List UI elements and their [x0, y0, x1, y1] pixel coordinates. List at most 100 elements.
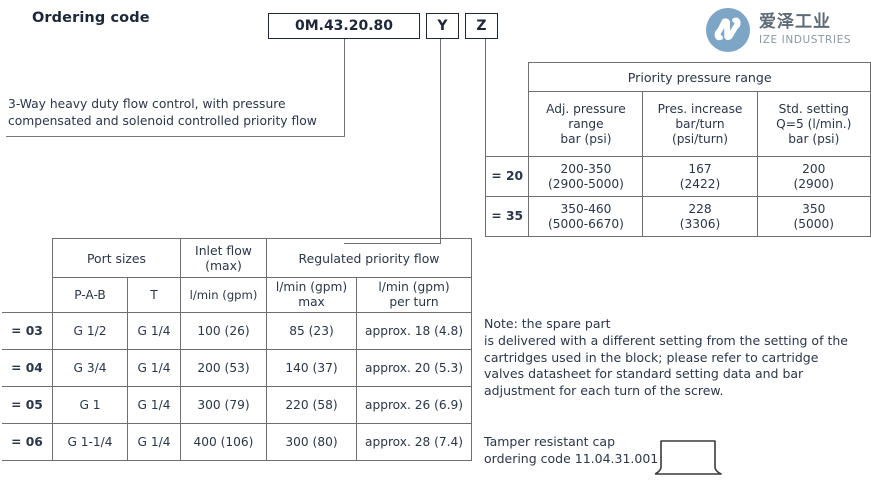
pressure-col-header-increase-line3: (psi/turn) — [671, 131, 729, 146]
flow-row-code-05: = 05 — [2, 386, 53, 424]
flow-sub-header-max-line2: max — [298, 295, 325, 309]
flow-cell-t-03: G 1/4 — [127, 312, 181, 350]
flow-sub-header-max: l/min (gpm) max — [266, 277, 357, 313]
note-line-3: cartridges used in the block; please ref… — [484, 349, 819, 365]
flow-cell-inlet-06: 400 (106) — [180, 423, 267, 461]
table-row-group-header: Priority pressure range — [486, 62, 871, 92]
pressure-row-code-35: = 35 — [484, 196, 530, 237]
pressure-row-code-20: = 20 — [484, 156, 530, 197]
flow-sub-header-t: T — [127, 277, 181, 313]
pressure-cell-increase-35-bar: 228 — [688, 201, 712, 216]
pressure-cell-increase-20-psi: (2422) — [679, 176, 721, 191]
flow-cell-pab-05: G 1 — [52, 386, 128, 424]
table-row: = 06 G 1-1/4 G 1/4 400 (106) 300 (80) ap… — [2, 423, 472, 461]
page-title: Ordering code — [32, 10, 150, 26]
flow-cell-t-05: G 1/4 — [127, 386, 181, 424]
flow-sub-header-max-line1: l/min (gpm) — [275, 280, 348, 294]
flow-cell-per-turn-06: approx. 28 (7.4) — [356, 423, 472, 461]
logo-text: 爱泽工业 IZE INDUSTRIES — [759, 14, 851, 46]
flow-sub-header-per-turn-line1: l/min (gpm) — [378, 280, 450, 294]
flow-cell-t-04: G 1/4 — [127, 349, 181, 387]
note-block: Note: the spare part is delivered with a… — [484, 316, 859, 400]
connector-line-main-vertical — [344, 39, 346, 137]
logo-name-cn: 爱泽工业 — [759, 12, 831, 33]
note-line-5: adjustment for each turn of the screw. — [484, 383, 724, 399]
flow-group-header-inlet-flow-line2: (max) — [205, 258, 242, 273]
table-row-sub-header: P-A-B T l/min (gpm) l/min (gpm) max l/mi… — [2, 277, 472, 313]
pressure-cell-adj-range-35-psi: (5000-6670) — [547, 216, 624, 231]
pressure-cell-std-35-psi: (5000) — [793, 216, 835, 231]
flow-sub-header-per-turn-line2: per turn — [389, 295, 439, 309]
note-line-2: is delivered with a different setting fr… — [484, 332, 848, 348]
pressure-col-header-increase-line1: Pres. increase — [657, 101, 743, 116]
tamper-resistant-cap-block: Tamper resistant cap ordering code 11.04… — [484, 434, 714, 468]
pressure-col-header-std-setting-line3: bar (psi) — [788, 131, 840, 146]
ordering-code-row: 0M.43.20.80 Y Z — [268, 13, 498, 39]
pressure-col-header-increase-line2: bar/turn — [675, 116, 725, 131]
pressure-col-header-adj-range-line2: range — [568, 116, 604, 131]
flow-cell-t-06: G 1/4 — [127, 423, 181, 461]
flow-corner-cell — [2, 239, 53, 278]
connector-line-y-vertical — [440, 39, 442, 244]
product-description: 3-Way heavy duty flow control, with pres… — [8, 97, 317, 128]
pressure-col-header-adj-range-line3: bar (psi) — [560, 131, 612, 146]
flow-cell-pab-04: G 3/4 — [52, 349, 128, 387]
flow-cell-inlet-05: 300 (79) — [180, 386, 267, 424]
pressure-cell-std-35: 350 (5000) — [756, 196, 871, 237]
flow-group-header-port-sizes: Port sizes — [52, 238, 181, 278]
flow-cell-per-turn-05: approx. 26 (6.9) — [356, 386, 472, 424]
flow-cell-max-05: 220 (58) — [266, 386, 357, 424]
table-row: = 03 G 1/2 G 1/4 100 (26) 85 (23) approx… — [2, 312, 472, 350]
table-row: = 35 350-460 (5000-6670) 228 (3306) 350 … — [484, 196, 871, 237]
logo-name-en: IZE INDUSTRIES — [759, 34, 852, 47]
pressure-col-header-adj-range: Adj. pressure range bar (psi) — [528, 91, 644, 157]
flow-cell-per-turn-03: approx. 18 (4.8) — [356, 312, 472, 350]
pressure-col-header-increase: Pres. increase bar/turn (psi/turn) — [642, 91, 758, 157]
pressure-cell-increase-20: 167 (2422) — [642, 156, 758, 197]
pressure-cell-std-20-psi: (2900) — [793, 176, 835, 191]
pressure-cell-adj-range-35-bar: 350-460 — [560, 201, 612, 216]
flow-cell-inlet-04: 200 (53) — [180, 349, 267, 387]
pressure-col-header-std-setting-line2: Q=5 (l/min.) — [776, 116, 852, 131]
flow-corner-cell-2 — [2, 278, 53, 313]
flow-sub-header-pab: P-A-B — [52, 277, 128, 313]
company-logo: 爱泽工业 IZE INDUSTRIES — [706, 8, 851, 52]
flow-cell-max-06: 300 (80) — [266, 423, 357, 461]
flow-sub-header-per-turn: l/min (gpm) per turn — [356, 277, 472, 313]
pressure-corner-cell — [486, 63, 529, 92]
ordering-code-main-box[interactable]: 0M.43.20.80 — [268, 13, 420, 39]
flow-row-code-06: = 06 — [2, 423, 53, 461]
ordering-code-option-y-box[interactable]: Y — [426, 13, 459, 39]
description-underline — [6, 136, 345, 138]
flow-group-header-inlet-flow-line1: Inlet flow — [195, 243, 252, 258]
pressure-cell-adj-range-35: 350-460 (5000-6670) — [528, 196, 644, 237]
pressure-col-header-std-setting-line1: Std. setting — [778, 101, 849, 116]
flow-cell-pab-06: G 1-1/4 — [52, 423, 128, 461]
pressure-cell-increase-35: 228 (3306) — [642, 196, 758, 237]
connector-line-z-vertical — [485, 39, 487, 169]
flow-cell-pab-03: G 1/2 — [52, 312, 128, 350]
note-line-1: Note: the spare part — [484, 316, 611, 331]
pressure-cell-std-20-bar: 200 — [802, 161, 826, 176]
pressure-cell-increase-35-psi: (3306) — [679, 216, 721, 231]
table-row: = 20 200-350 (2900-5000) 167 (2422) 200 … — [484, 156, 871, 197]
priority-pressure-range-table: Priority pressure range Adj. pressure ra… — [484, 62, 871, 237]
table-row: = 05 G 1 G 1/4 300 (79) 220 (58) approx.… — [2, 386, 472, 424]
ordering-code-option-z-box[interactable]: Z — [465, 13, 498, 39]
flow-row-code-04: = 04 — [2, 349, 53, 387]
pressure-cell-std-35-bar: 350 — [802, 201, 826, 216]
table-row-group-header: Port sizes Inlet flow (max) Regulated pr… — [2, 238, 472, 278]
ize-logo-icon — [706, 8, 750, 52]
flow-sub-header-inlet-unit: l/min (gpm) — [180, 277, 267, 313]
cap-outline-icon — [654, 437, 733, 481]
tamper-cap-label: Tamper resistant cap — [484, 434, 616, 449]
port-sizes-flow-table: Port sizes Inlet flow (max) Regulated pr… — [2, 238, 472, 461]
pressure-col-header-std-setting: Std. setting Q=5 (l/min.) bar (psi) — [756, 91, 871, 157]
flow-cell-inlet-03: 100 (26) — [180, 312, 267, 350]
pressure-cell-adj-range-20: 200-350 (2900-5000) — [528, 156, 644, 197]
pressure-cell-adj-range-20-psi: (2900-5000) — [547, 176, 624, 191]
flow-group-header-inlet-flow: Inlet flow (max) — [180, 238, 267, 278]
table-row-sub-header: Adj. pressure range bar (psi) Pres. incr… — [486, 91, 871, 157]
note-line-4: valves datasheet for standard setting da… — [484, 366, 804, 382]
flow-cell-max-04: 140 (37) — [266, 349, 357, 387]
